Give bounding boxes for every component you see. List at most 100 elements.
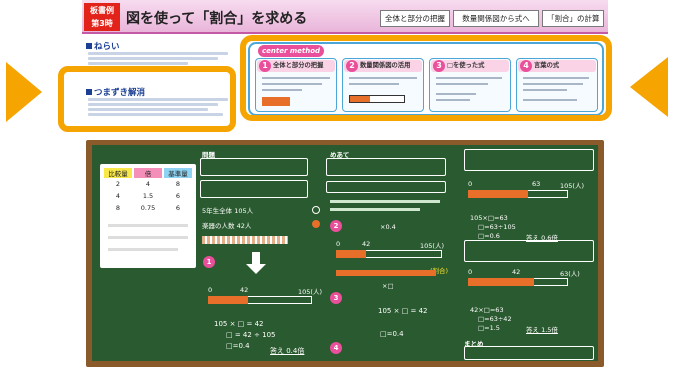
step-number: 3 bbox=[433, 60, 445, 72]
goal-box bbox=[326, 158, 446, 176]
step-text-line bbox=[349, 83, 399, 85]
nav-button-whole-part[interactable]: 全体と部分の把握 bbox=[380, 10, 450, 27]
total-label: 5年生全体 105人 bbox=[202, 207, 254, 215]
right2-answer: 答え 1.5倍 bbox=[526, 326, 558, 334]
method-step-2: 2 数量関係図の活用 bbox=[342, 58, 424, 112]
step-3-marker: 3 bbox=[330, 292, 342, 304]
goal-title: めあて bbox=[330, 151, 350, 159]
multiply-box: ×□ bbox=[382, 282, 394, 290]
nav-button-diagram-to-equation[interactable]: 数量関係図から式へ bbox=[453, 10, 539, 27]
badge-line-1: 板書例 bbox=[90, 6, 114, 15]
right-equation-3: □=0.6 bbox=[478, 232, 500, 240]
step-text-line bbox=[436, 77, 502, 79]
step-text-line bbox=[436, 93, 476, 95]
table-cell: 8 bbox=[175, 180, 181, 188]
right-equation-1: 105×□=63 bbox=[470, 214, 508, 222]
goal-text-line bbox=[88, 62, 188, 65]
step-text-line bbox=[262, 77, 330, 79]
step-bar bbox=[262, 97, 290, 106]
step-text-line bbox=[436, 99, 470, 101]
key-point-box bbox=[326, 181, 446, 193]
problem-title: 問題 bbox=[202, 151, 215, 159]
step-text-line bbox=[262, 89, 302, 91]
page-title: 図を使って「割合」を求める bbox=[126, 11, 308, 27]
question-box bbox=[200, 180, 308, 198]
method-step-1: 1 全体と部分の把握 bbox=[255, 58, 337, 112]
right2-equation-1: 42×□=63 bbox=[470, 306, 504, 314]
table-cell: 2 bbox=[115, 180, 121, 188]
table-note-line bbox=[108, 236, 188, 239]
step-header: 3 □を使った式 bbox=[431, 60, 509, 72]
goal-highlight-frame bbox=[58, 66, 236, 132]
table-cell: 8 bbox=[115, 204, 121, 212]
goal-heading: ねらい bbox=[86, 40, 120, 52]
right2-equation-2: □=63÷42 bbox=[478, 315, 512, 323]
step-text-line bbox=[523, 77, 589, 79]
step-header: 2 数量関係図の活用 bbox=[344, 60, 422, 72]
step-text-line bbox=[523, 99, 577, 101]
left-arrow-icon bbox=[6, 62, 42, 122]
summary-title: まとめ bbox=[464, 340, 484, 348]
chalk-line bbox=[330, 200, 440, 203]
method-step-3: 3 □を使った式 bbox=[429, 58, 511, 112]
part-label: 楽器の人数 42人 bbox=[202, 222, 252, 230]
step-number: 1 bbox=[259, 60, 271, 72]
equation-2: □ = 42 ÷ 105 bbox=[226, 331, 276, 339]
table-header: 比較量 bbox=[104, 168, 132, 178]
right2-42: 42 bbox=[512, 268, 521, 276]
mid-bar-105: 105(人) bbox=[420, 242, 444, 250]
header: 板書例 第3時 図を使って「割合」を求める 全体と部分の把握 数量関係図から式へ… bbox=[82, 0, 608, 34]
nav-button-ratio-calc[interactable]: 「割合」の計算 bbox=[542, 10, 604, 27]
badge-line-2: 第3時 bbox=[91, 19, 113, 28]
stumble-text-line bbox=[88, 103, 218, 106]
table-cell: 6 bbox=[175, 204, 181, 212]
mid-bar-42: 42 bbox=[362, 240, 371, 248]
right-part-bar bbox=[468, 190, 528, 198]
method-step-4: 4 言葉の式 bbox=[516, 58, 598, 112]
goal-text-line bbox=[88, 57, 218, 60]
goal-text-line bbox=[88, 52, 228, 55]
multiply-04: ×0.4 bbox=[380, 223, 396, 231]
right-answer: 答え 0.6倍 bbox=[526, 234, 558, 242]
step-number: 4 bbox=[520, 60, 532, 72]
table-cell: 0.75 bbox=[140, 204, 156, 212]
mid-bar-zero: 0 bbox=[336, 240, 341, 248]
right2-63: 63(人) bbox=[560, 270, 580, 278]
step-2-marker: 2 bbox=[330, 220, 342, 232]
orange-circle-marker bbox=[312, 220, 320, 228]
step-label: 言葉の式 bbox=[534, 62, 560, 69]
step-label: 数量関係図の活用 bbox=[360, 62, 411, 69]
bar-42: 42 bbox=[240, 286, 249, 294]
right-arrow-icon bbox=[630, 57, 668, 117]
table-note-line bbox=[108, 248, 178, 251]
table-cell: 4 bbox=[145, 180, 151, 188]
right-105: 105(人) bbox=[560, 182, 584, 190]
right-problem-box bbox=[464, 149, 594, 171]
summary-box bbox=[464, 346, 594, 360]
stumble-text-line bbox=[88, 113, 223, 116]
chalk-line bbox=[330, 208, 420, 211]
equation-1: 105 × □ = 42 bbox=[214, 320, 264, 328]
step-text-line bbox=[523, 89, 567, 91]
table-cell: 4 bbox=[115, 192, 121, 200]
step-label: □を使った式 bbox=[447, 62, 485, 69]
mid-equation-3: □=0.4 bbox=[380, 330, 404, 338]
bar-105: 105(人) bbox=[298, 288, 322, 296]
step-header: 1 全体と部分の把握 bbox=[257, 60, 335, 72]
table-note-line bbox=[108, 224, 188, 227]
down-arrow-icon bbox=[252, 252, 260, 266]
table-cell: 1.5 bbox=[142, 192, 154, 200]
bar-zero: 0 bbox=[208, 286, 213, 294]
wariai-label: (割合) bbox=[430, 267, 449, 275]
right-zero: 0 bbox=[468, 180, 473, 188]
step-text-line bbox=[262, 83, 322, 85]
white-circle-marker bbox=[312, 206, 320, 214]
step-number: 2 bbox=[346, 60, 358, 72]
answer: 答え 0.4倍 bbox=[270, 347, 305, 355]
center-method-tag: center method bbox=[258, 45, 324, 57]
mid-equation-1: 105 × □ = 42 bbox=[378, 307, 428, 315]
right-problem-box-2 bbox=[464, 240, 594, 262]
step-4-marker: 4 bbox=[330, 342, 342, 354]
equation-3: □=0.4 bbox=[226, 342, 250, 350]
step-header: 4 言葉の式 bbox=[518, 60, 596, 72]
